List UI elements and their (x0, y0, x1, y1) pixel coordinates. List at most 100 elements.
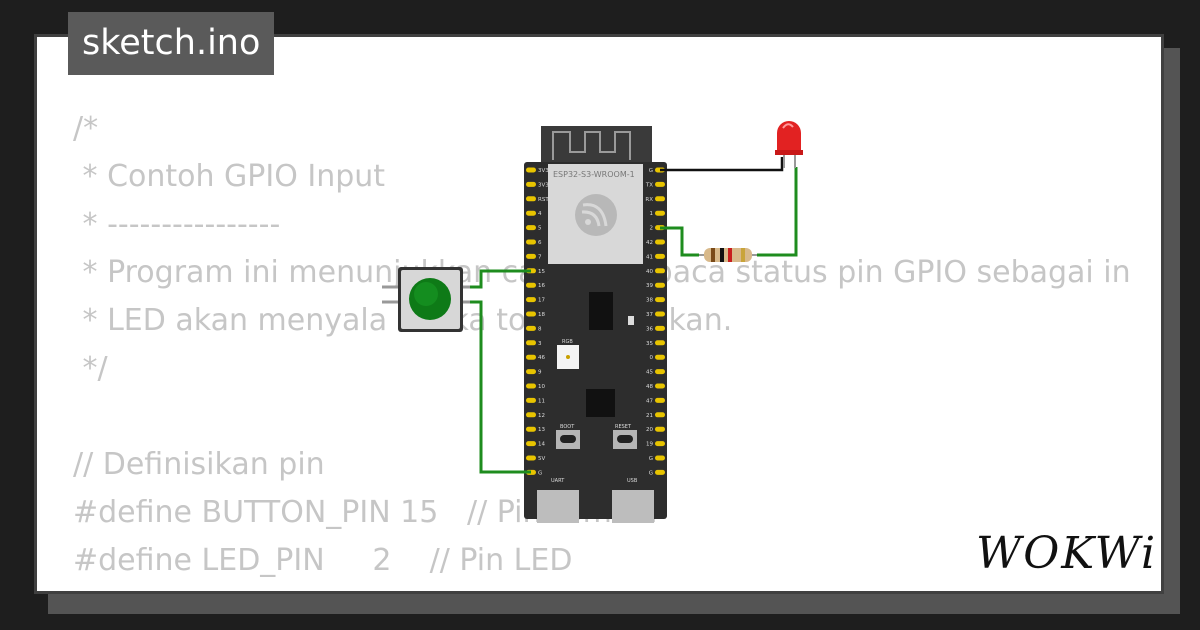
left-pin-pad[interactable] (526, 282, 536, 288)
left-pin-label: 4 (538, 211, 542, 217)
left-pin-label: 14 (538, 442, 545, 448)
wire-button-gnd (464, 300, 531, 474)
left-pin-pad[interactable] (526, 412, 536, 418)
resistor[interactable] (699, 248, 757, 262)
left-pin-pad[interactable] (526, 369, 536, 375)
left-pin-pad[interactable] (526, 167, 536, 173)
led-red[interactable] (775, 121, 803, 168)
code-line: * ---------------- (73, 207, 281, 242)
left-pin-label: RST (538, 197, 549, 203)
right-pin-pad[interactable] (655, 297, 665, 303)
right-pin-pad[interactable] (655, 311, 665, 317)
left-pin-label: 7 (538, 254, 542, 260)
code-line: * Contoh GPIO Input (73, 159, 386, 194)
right-pin-pad[interactable] (655, 412, 665, 418)
left-pin-pad[interactable] (526, 297, 536, 303)
wire-button-gpio15 (464, 269, 531, 289)
right-pin-label: 1 (650, 211, 654, 217)
chip (589, 292, 613, 330)
left-pin-pad[interactable] (526, 426, 536, 432)
boot-label: BOOT (560, 424, 575, 430)
right-pin-pad[interactable] (655, 239, 665, 245)
right-pin-pad[interactable] (655, 340, 665, 346)
right-pin-pad[interactable] (655, 441, 665, 447)
left-pin-pad[interactable] (526, 181, 536, 187)
left-pin-pad[interactable] (526, 325, 536, 331)
right-pin-label: TX (645, 182, 653, 188)
usb-label: USB (627, 478, 638, 484)
push-button[interactable] (382, 267, 470, 332)
uart-label: UART (551, 478, 565, 484)
left-pin-label: 11 (538, 398, 545, 404)
right-pin-pad[interactable] (655, 383, 665, 389)
left-pin-pad[interactable] (526, 239, 536, 245)
rgb-label: RGB (562, 339, 573, 345)
left-pin-label: 8 (538, 326, 542, 332)
right-pin-label: 41 (646, 254, 653, 260)
left-pin-pad[interactable] (526, 253, 536, 259)
right-pin-pad[interactable] (655, 426, 665, 432)
left-pin-label: 17 (538, 298, 545, 304)
left-pin-label: G (538, 470, 542, 476)
wire-gpio2-resistor (660, 226, 699, 257)
left-pin-label: 5V (538, 456, 545, 462)
espressif-icon (575, 194, 617, 236)
left-pin-pad[interactable] (526, 397, 536, 403)
right-pin-pad[interactable] (655, 268, 665, 274)
right-pin-label: RX (645, 197, 653, 203)
right-pin-pad[interactable] (655, 253, 665, 259)
left-pin-label: 10 (538, 384, 545, 390)
usb-chip (586, 389, 615, 417)
left-pin-label: 3 (538, 341, 542, 347)
file-tab[interactable]: sketch.ino (68, 12, 275, 75)
left-pin-label: 15 (538, 269, 545, 275)
right-pin-label: 40 (646, 269, 653, 275)
right-pin-pad[interactable] (655, 282, 665, 288)
left-pin-pad[interactable] (526, 383, 536, 389)
left-pin-label: 5 (538, 226, 542, 232)
left-pin-pad[interactable] (526, 196, 536, 202)
left-pin-pad[interactable] (526, 340, 536, 346)
reset-label: RESET (615, 424, 632, 430)
usb-port (612, 490, 654, 523)
right-pin-pad[interactable] (655, 397, 665, 403)
left-pin-label: 6 (538, 240, 542, 246)
left-pin-label: 16 (538, 283, 545, 289)
right-pin-pad[interactable] (655, 354, 665, 360)
left-pin-label: 18 (538, 312, 545, 318)
right-pin-label: 38 (646, 298, 653, 304)
left-pin-pad[interactable] (526, 455, 536, 461)
right-pin-pad[interactable] (655, 455, 665, 461)
module-label: ESP32-S3-WROOM-1 (553, 170, 635, 179)
right-pin-label: 21 (646, 413, 653, 419)
code-line: // Definisikan pin (73, 447, 325, 482)
right-pin-label: 36 (646, 326, 653, 332)
right-pin-label: 42 (646, 240, 653, 246)
left-pin-pad[interactable] (526, 311, 536, 317)
right-pin-pad[interactable] (655, 210, 665, 216)
right-pin-label: G (649, 456, 653, 462)
left-pin-pad[interactable] (526, 210, 536, 216)
right-pin-pad[interactable] (655, 469, 665, 475)
right-pin-pad[interactable] (655, 369, 665, 375)
right-pin-label: G (649, 470, 653, 476)
right-pin-pad[interactable] (655, 196, 665, 202)
left-pin-label: 3V3 (538, 168, 549, 174)
wire-resistor-led (757, 167, 798, 257)
left-pin-label: 12 (538, 413, 545, 419)
right-pin-label: 19 (646, 442, 653, 448)
right-pin-label: 20 (646, 427, 653, 433)
right-pin-pad[interactable] (655, 181, 665, 187)
left-pin-pad[interactable] (526, 354, 536, 360)
wire-led-gnd (660, 157, 784, 172)
right-pin-label: 47 (646, 398, 653, 404)
left-pin-label: 9 (538, 370, 542, 376)
right-pin-label: 39 (646, 283, 653, 289)
left-pin-pad[interactable] (526, 225, 536, 231)
right-pin-pad[interactable] (655, 325, 665, 331)
left-pin-pad[interactable] (526, 441, 536, 447)
right-pin-label: 35 (646, 341, 653, 347)
